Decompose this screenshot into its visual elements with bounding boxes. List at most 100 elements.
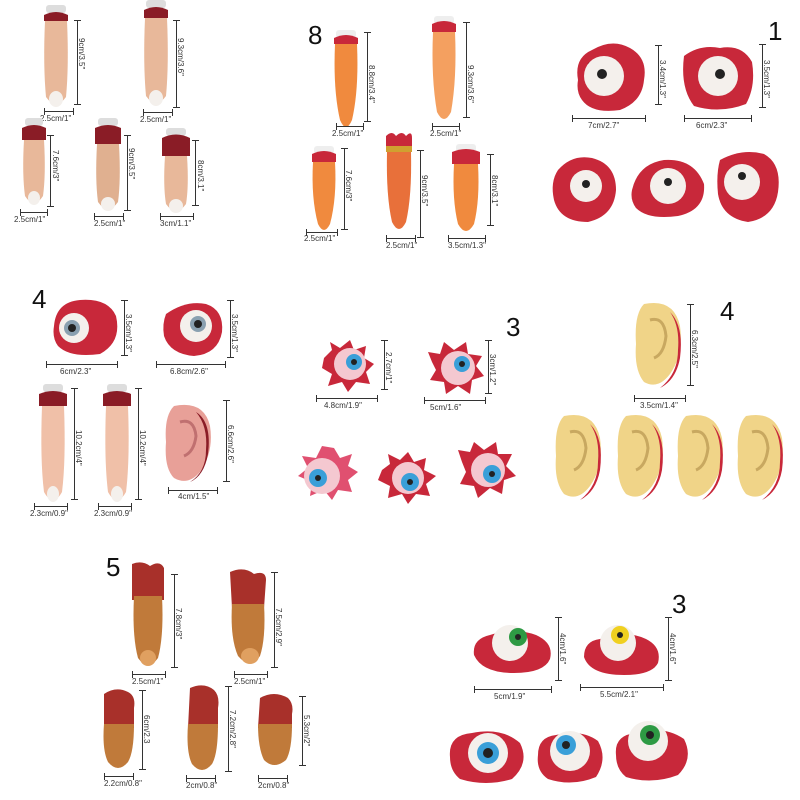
ear-prop bbox=[160, 402, 216, 486]
dimension-label: 7.6cm/3" bbox=[344, 170, 353, 202]
dimension-label: 3.5cm/1.3" bbox=[124, 314, 133, 352]
dimension-label: 4cm/1.6" bbox=[558, 633, 567, 665]
eyeball-prop bbox=[470, 621, 554, 675]
finger-prop bbox=[254, 692, 296, 770]
fingers-b-group: 8 8.8cm/3.4" 2.5cm/1" 9.3cm/3.6" 2.5cm/1… bbox=[300, 10, 520, 250]
dimension-line bbox=[555, 617, 562, 681]
ear-prop bbox=[612, 412, 668, 502]
dimension-line bbox=[306, 229, 338, 236]
eyeball-prop bbox=[294, 442, 360, 502]
dimension-line bbox=[381, 340, 388, 390]
dimension-line bbox=[487, 154, 494, 226]
dimension-line bbox=[271, 572, 278, 668]
dimension-label: 9.3cm/3.6" bbox=[466, 65, 475, 103]
eyeball-prop bbox=[548, 150, 620, 226]
dimension-line bbox=[417, 150, 424, 238]
eyeball-prop bbox=[426, 340, 486, 396]
dimension-line bbox=[47, 135, 54, 207]
dimension-line bbox=[160, 213, 194, 220]
dimension-line bbox=[225, 686, 232, 772]
dimension-line bbox=[759, 44, 766, 108]
dimension-line bbox=[94, 213, 124, 220]
dimension-label: 10.2cm/4" bbox=[138, 430, 147, 466]
eyeball-prop bbox=[580, 621, 664, 677]
quantity-label: 3 bbox=[506, 312, 521, 342]
ear-prop bbox=[550, 412, 606, 502]
finger-prop bbox=[308, 146, 340, 236]
dimension-label: 9cm/3.5" bbox=[77, 38, 86, 70]
dimension-line bbox=[227, 300, 234, 358]
eyeball-prop bbox=[680, 42, 756, 112]
dimension-label: 6cm/2.3" bbox=[60, 367, 92, 376]
dimension-label: 4cm/1.6" bbox=[668, 633, 677, 665]
dimension-line bbox=[299, 696, 306, 766]
dimension-line bbox=[580, 684, 664, 691]
dimension-label: 6cm/2.3" bbox=[696, 121, 728, 130]
finger-prop bbox=[100, 384, 134, 508]
dimension-label: 3cm/1.2" bbox=[488, 354, 497, 386]
dimension-label: 8.8cm/3.4" bbox=[367, 65, 376, 103]
finger-prop bbox=[128, 560, 168, 672]
dimension-line bbox=[104, 773, 134, 780]
fingers-c-group: 5 7.8cm/3" 2.5cm/1" 7.5cm/2.9" 2.5cm/1" … bbox=[90, 550, 320, 795]
eyes-c-group: 3 4cm/1.6" 5cm/1.9" 4cm/1.6" 5.5cm/2.1" bbox=[440, 585, 700, 795]
dimension-line bbox=[98, 503, 132, 510]
dimension-label: 7cm/2.7" bbox=[588, 121, 620, 130]
eyeball-prop bbox=[572, 40, 652, 114]
quantity-label: 5 bbox=[106, 552, 121, 582]
eyeball-prop bbox=[628, 154, 708, 220]
eyeball-prop bbox=[612, 717, 692, 785]
dimension-label: 9cm/3.5" bbox=[420, 175, 429, 207]
dimension-label: 3.5cm/1.3" bbox=[762, 60, 771, 98]
dimension-line bbox=[192, 140, 199, 206]
fingers-a-group: 9cm/3.5" 2.5cm/1" 9.3cm/3.6" 2.5cm/1" 7.… bbox=[0, 0, 240, 235]
dimension-line bbox=[687, 304, 694, 386]
dimension-line bbox=[336, 123, 364, 130]
dimension-label: 3.5cm/1.3" bbox=[230, 314, 239, 352]
dimension-label: 10.2cm/4" bbox=[74, 430, 83, 466]
ears-group: 4 6.3cm/2.5" 3.5cm/1.4" bbox=[550, 290, 800, 510]
dimension-line bbox=[34, 503, 68, 510]
dimension-line bbox=[71, 388, 78, 500]
dimension-label: 4cm/1.5" bbox=[178, 492, 210, 501]
dimension-line bbox=[223, 400, 230, 482]
dimension-line bbox=[316, 395, 378, 402]
dimension-label: 5.3cm/2" bbox=[302, 715, 311, 747]
finger-prop bbox=[158, 128, 194, 218]
dimension-line bbox=[44, 108, 74, 115]
dimension-label: 2.2cm/0.8" bbox=[104, 779, 142, 788]
dimension-label: 7.2cm/2.8" bbox=[228, 710, 237, 748]
eyeball-prop bbox=[320, 340, 376, 392]
dimension-label: 4.8cm/1.9" bbox=[324, 401, 362, 410]
finger-prop bbox=[98, 688, 138, 774]
mixed-group: 4 3.5cm/1.3" 6cm/2.3" 3.5cm/1.3" 6.8cm/2… bbox=[20, 280, 260, 520]
dimension-label: 2.5cm/1" bbox=[332, 129, 364, 138]
dimension-line bbox=[186, 775, 216, 782]
dimension-line bbox=[463, 22, 470, 118]
dimension-line bbox=[634, 395, 686, 402]
quantity-label: 4 bbox=[32, 284, 47, 314]
eyeball-prop bbox=[160, 298, 226, 358]
dimension-label: 6.6cm/2.6" bbox=[226, 425, 235, 463]
eyeball-prop bbox=[376, 450, 438, 506]
eyeball-prop bbox=[50, 296, 120, 358]
finger-prop bbox=[90, 118, 126, 216]
finger-prop bbox=[36, 384, 70, 508]
eyeball-prop bbox=[712, 146, 782, 226]
quantity-label: 8 bbox=[308, 20, 323, 50]
dimension-label: 5cm/1.6" bbox=[430, 403, 462, 412]
dimension-line bbox=[341, 148, 348, 230]
dimension-line bbox=[171, 574, 178, 668]
dimension-line bbox=[258, 775, 288, 782]
dimension-label: 2cm/0.8" bbox=[258, 781, 290, 790]
eyes-b-group: 3 2.7cm/1" 4.8cm/1.9" 3cm/1.2" 5cm/1.6" bbox=[290, 300, 530, 510]
dimension-line bbox=[234, 671, 268, 678]
dimension-label: 5cm/1.9" bbox=[494, 692, 526, 701]
finger-prop bbox=[428, 16, 460, 126]
dimension-line bbox=[20, 209, 48, 216]
dimension-label: 8cm/3.1" bbox=[490, 175, 499, 207]
eyeball-prop bbox=[532, 725, 608, 787]
dimension-line bbox=[485, 340, 492, 394]
finger-prop bbox=[382, 130, 416, 236]
dimension-label: 7.6cm/3" bbox=[51, 150, 60, 182]
